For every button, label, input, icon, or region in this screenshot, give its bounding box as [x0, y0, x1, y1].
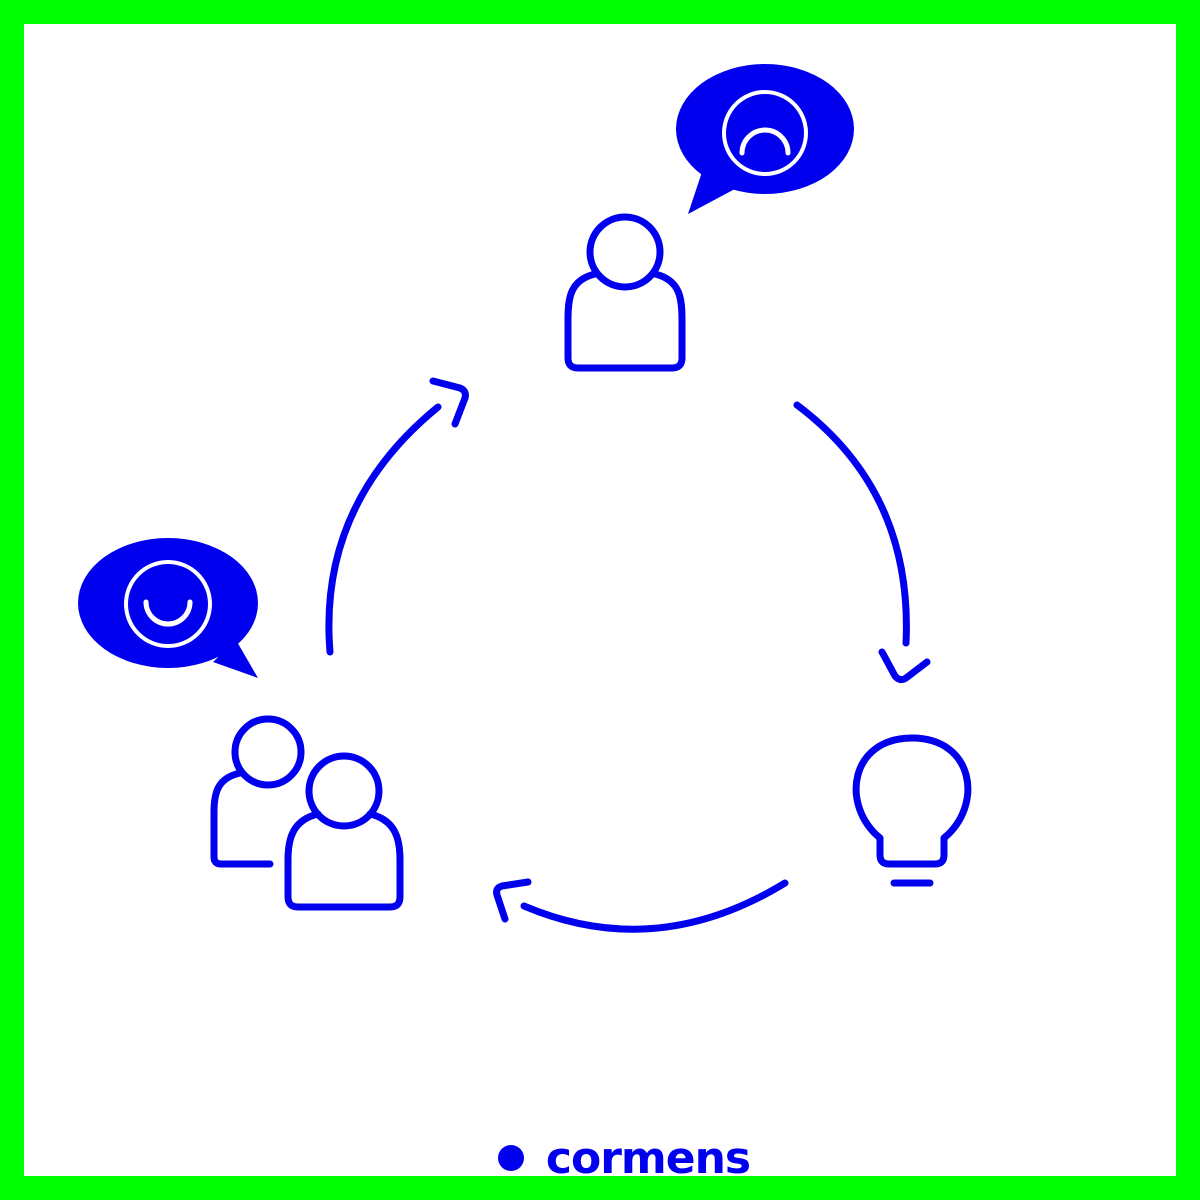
brand-logo: cormens [24, 1128, 1200, 1188]
brand-dot-icon [497, 1145, 524, 1171]
lightbulb-icon [852, 734, 972, 887]
user-icon [564, 213, 686, 372]
feedback-cycle-diagram [78, 64, 972, 933]
arrow-users-to-user [325, 377, 469, 656]
brand-name: cormens [545, 1132, 751, 1184]
users-icon [210, 715, 404, 911]
happy-face-speech-bubble-icon [78, 538, 258, 678]
arrow-user-to-idea [793, 401, 931, 684]
arrow-idea-to-users [493, 878, 789, 933]
sad-face-speech-bubble-icon [676, 64, 854, 214]
